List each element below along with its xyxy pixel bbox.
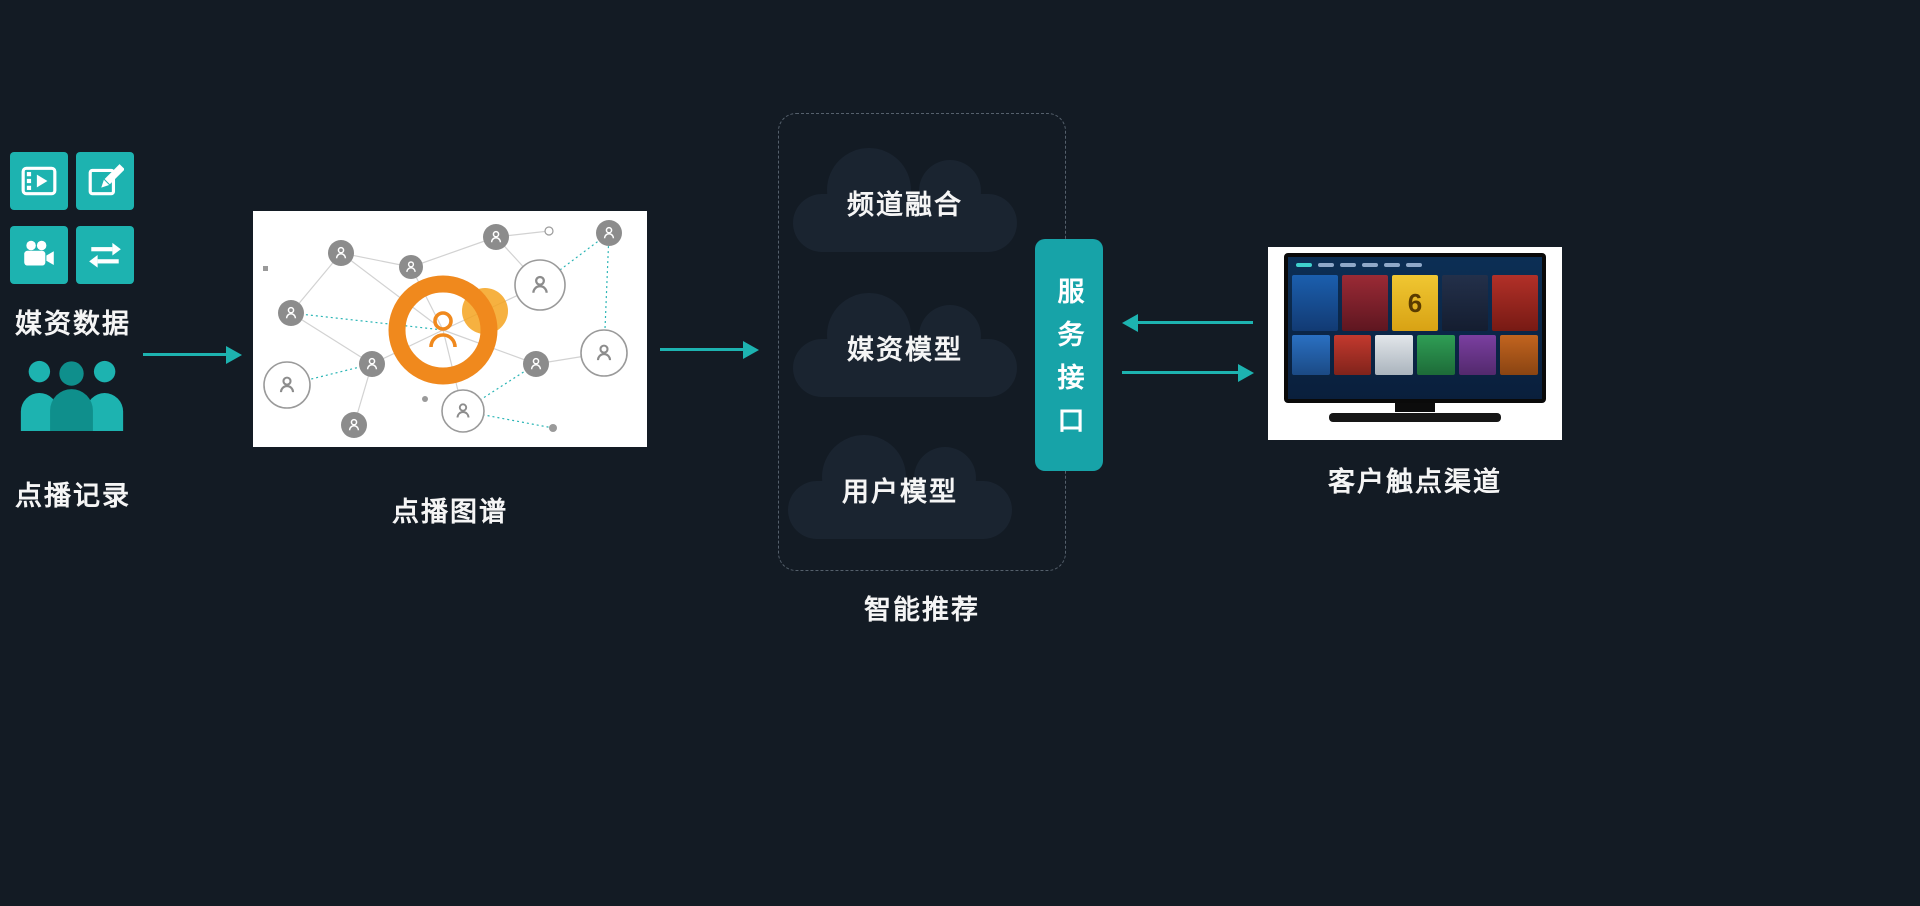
- tv-stand-base: [1329, 413, 1501, 422]
- tv-nav-item: [1296, 263, 1312, 267]
- graph-center-hub: [388, 275, 508, 385]
- transfer-arrows-glyph: [89, 242, 121, 268]
- people-group-glyph: [20, 360, 124, 432]
- tv-nav-item: [1362, 263, 1378, 267]
- cloud-shape: [793, 194, 1017, 252]
- vod-graph-label: 点播图谱: [392, 497, 508, 527]
- tv-nav-bar: [1288, 257, 1542, 273]
- cloud-shape: [793, 339, 1017, 397]
- recommendation-label: 智能推荐: [864, 595, 980, 625]
- cloud-label-channel-fusion: 频道融合: [847, 189, 963, 220]
- tv-poster: [1492, 275, 1538, 331]
- tv-poster: [1375, 335, 1414, 375]
- tv-poster-row-2: [1288, 333, 1542, 377]
- network-graph: [253, 211, 647, 447]
- people-group-icon: [16, 356, 128, 432]
- cloud-label-user-model: 用户模型: [842, 476, 958, 507]
- tv-screen: 6: [1288, 257, 1542, 399]
- tv-nav-item: [1318, 263, 1334, 267]
- tv-poster: [1500, 335, 1539, 375]
- flow-arrow-2-line: [660, 348, 744, 351]
- flow-arrow-left-head: [1122, 314, 1138, 332]
- flow-arrow-2-head: [743, 341, 759, 359]
- tv-image: 6: [1268, 247, 1562, 440]
- customer-channel-label: 客户触点渠道: [1328, 467, 1502, 497]
- tv-nav-item: [1340, 263, 1356, 267]
- cloud-channel-fusion: 频道融合: [793, 148, 1017, 256]
- service-interface-box: 服务接口: [1035, 239, 1103, 471]
- tv-frame: 6: [1284, 253, 1546, 403]
- media-data-label: 媒资数据: [15, 309, 131, 339]
- tv-nav-item: [1384, 263, 1400, 267]
- cloud-user-model: 用户模型: [788, 435, 1012, 543]
- transfer-arrows-icon: [76, 226, 134, 284]
- tv-poster: [1458, 335, 1497, 375]
- flow-arrow-right-head: [1238, 364, 1254, 382]
- tv-poster: [1417, 335, 1455, 375]
- tv-poster: [1292, 275, 1338, 331]
- graph-gray-nodes: [278, 220, 622, 438]
- pencil-icon: [76, 152, 134, 210]
- film-play-glyph: [21, 166, 57, 196]
- tv-poster: [1442, 275, 1488, 331]
- tv-nav-item: [1406, 263, 1422, 267]
- cloud-label-media-model: 媒资模型: [847, 334, 963, 365]
- tv-poster-row-1: 6: [1288, 273, 1542, 333]
- tv-stand-neck: [1395, 403, 1435, 412]
- video-camera-glyph: [24, 240, 54, 266]
- flow-arrow-left-line: [1136, 321, 1253, 324]
- tv-poster: [1342, 275, 1388, 331]
- service-interface-label: 服务接口: [1053, 277, 1084, 449]
- flow-arrow-1-head: [226, 346, 242, 364]
- flow-arrow-1-line: [143, 353, 227, 356]
- tv-poster: 6: [1392, 275, 1438, 331]
- tv-poster: [1333, 335, 1372, 375]
- film-play-icon: [10, 152, 68, 210]
- tv-poster: [1292, 335, 1330, 375]
- graph-outlined-nodes: [263, 259, 628, 433]
- vod-records-label: 点播记录: [15, 481, 131, 511]
- cloud-shape: [788, 481, 1012, 539]
- vod-graph-image: [253, 211, 647, 447]
- pencil-glyph: [88, 164, 124, 196]
- video-camera-icon: [10, 226, 68, 284]
- flow-arrow-right-line: [1122, 371, 1239, 374]
- cloud-media-model: 媒资模型: [793, 293, 1017, 401]
